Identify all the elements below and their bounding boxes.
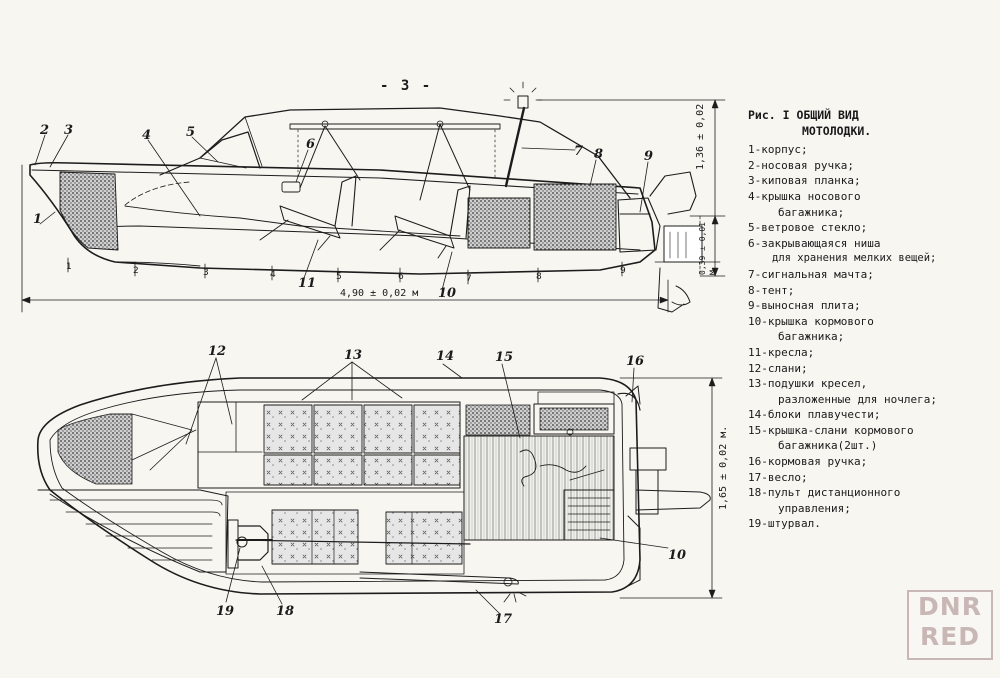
legend-item: 18-пульт дистанционного: [748, 486, 901, 500]
frame-6: 6: [398, 272, 404, 282]
legend-item: 3-киповая планка;: [748, 174, 861, 188]
top-view: [36, 357, 723, 615]
callout-18: 18: [276, 604, 295, 619]
legend-title-line2: МОТОЛОДКИ.: [802, 123, 872, 138]
side-view: [21, 81, 726, 313]
callout-14: 14: [436, 349, 455, 364]
callout-19: 19: [216, 604, 235, 619]
callout-11: 11: [298, 276, 317, 291]
legend-item: 11-кресла;: [748, 345, 815, 359]
legend-item: 13-подушки кресел,: [748, 377, 868, 391]
watermark-line2: RED: [919, 622, 981, 651]
legend-item-continuation: разложенные для ночлега;: [778, 392, 937, 406]
legend-item-continuation: для хранения мелких вещей;: [772, 252, 937, 265]
frame-8: 8: [536, 272, 542, 282]
callout-6: 6: [306, 137, 316, 152]
callout-13: 13: [344, 348, 363, 363]
callout-3: 3: [64, 123, 74, 138]
legend-item: 15-крышка-слани кормового: [748, 423, 914, 437]
callout-10-top: 10: [668, 548, 687, 563]
callout-12: 12: [208, 344, 227, 359]
callout-7: 7: [574, 144, 584, 159]
legend-item: 4-крышка носового: [748, 189, 861, 203]
legend: Рис. I ОБЩИЙ ВИД МОТОЛОДКИ. 1-корпус;2-н…: [748, 108, 998, 532]
page-number: - 3 -: [380, 78, 433, 94]
legend-item: 17-весло;: [748, 470, 808, 484]
callout-1: 1: [33, 212, 43, 227]
legend-item-continuation: багажника(2шт.): [778, 439, 878, 453]
frame-5: 5: [336, 272, 342, 282]
callout-16: 16: [626, 354, 645, 369]
legend-item: 6-закрывающаяся ниша: [748, 236, 881, 250]
dimension-draft: 0,39 ± 0,01 м: [698, 222, 716, 275]
watermark-line1: DNR: [918, 592, 982, 621]
dimension-height: 1,36 ± 0,02: [695, 103, 706, 170]
frame-3: 3: [203, 268, 209, 278]
legend-item: 12-слани;: [748, 361, 808, 375]
callout-5: 5: [186, 125, 196, 140]
legend-item: 5-ветровое стекло;: [748, 221, 868, 235]
watermark-logo: DNR RED: [907, 590, 993, 660]
legend-item: 19-штурвал.: [748, 517, 821, 531]
legend-title: Рис. I ОБЩИЙ ВИД: [748, 108, 859, 122]
legend-item: 7-сигнальная мачта;: [748, 267, 874, 281]
dimension-beam: 1,65 ± 0,02 м.: [718, 425, 729, 510]
legend-item-continuation: багажника;: [778, 330, 845, 344]
callout-17: 17: [494, 612, 513, 627]
legend-item-continuation: багажника;: [778, 205, 845, 219]
legend-item: 9-выносная плита;: [748, 299, 861, 313]
callout-2: 2: [40, 123, 50, 138]
frame-2: 2: [133, 266, 139, 276]
legend-item: 2-носовая ручка;: [748, 158, 854, 172]
legend-item: 8-тент;: [748, 283, 795, 297]
legend-item: 10-крышка кормового: [748, 314, 874, 328]
legend-item-continuation: управления;: [778, 501, 851, 515]
seat-cushions: [263, 404, 461, 486]
legend-item: 14-блоки плавучести;: [748, 408, 881, 422]
callout-8: 8: [594, 147, 604, 162]
callout-15: 15: [495, 350, 514, 365]
frame-1: 1: [66, 262, 72, 272]
callout-10: 10: [438, 286, 457, 301]
frame-4: 4: [270, 270, 276, 280]
callout-9: 9: [644, 149, 654, 164]
callout-4: 4: [142, 128, 152, 143]
frame-7: 7: [466, 274, 472, 284]
legend-item: 16-кормовая ручка;: [748, 455, 868, 469]
legend-item: 1-корпус;: [748, 143, 808, 157]
frame-9: 9: [620, 266, 626, 276]
dimension-length: 4,90 ± 0,02 м: [338, 288, 421, 299]
legend-items: 1-корпус;2-носовая ручка; 3-киповая планк…: [748, 142, 998, 532]
